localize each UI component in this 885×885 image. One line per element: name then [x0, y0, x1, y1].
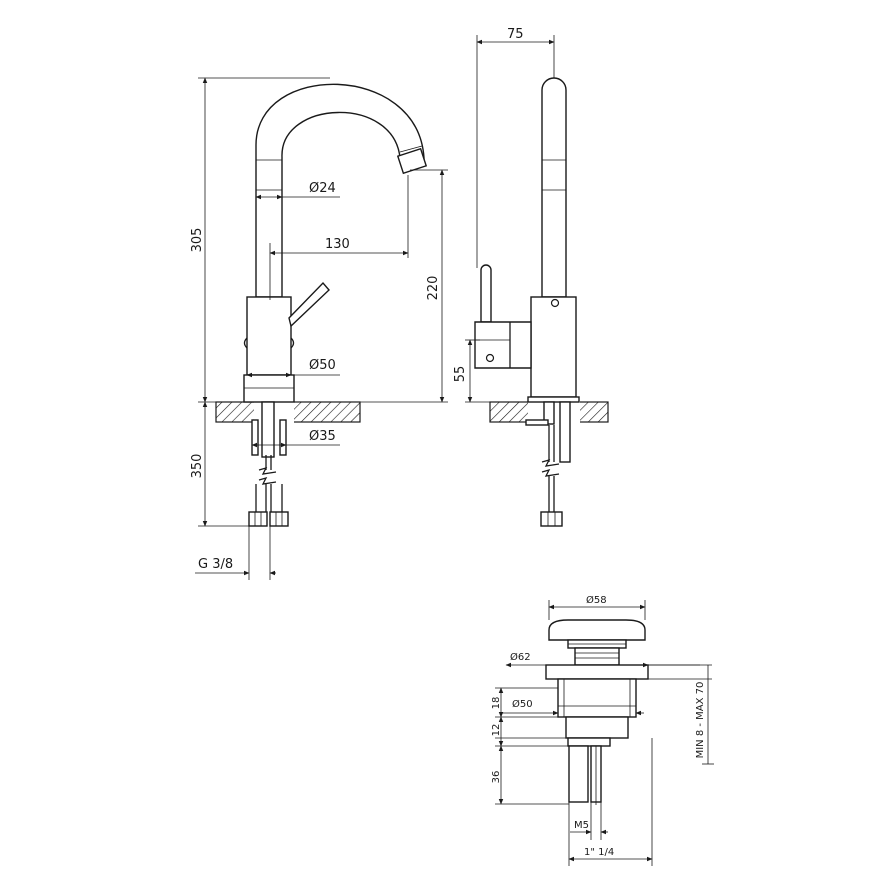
- drain-body: [557, 678, 637, 718]
- dim-drain-thread: 1" 1/4: [584, 847, 614, 858]
- dim-hose-thread: G 3/8: [198, 557, 233, 572]
- drain-view: Ø58 Ø62 Ø50 18 12 36 M5 1" 1/4: [491, 594, 714, 866]
- front-view: 305 Ø24 130 220 Ø50 Ø35 350 G 3/8: [190, 77, 448, 580]
- dim-lever-height: 55: [453, 366, 468, 383]
- drain-flange: [545, 664, 649, 680]
- front-spout: [255, 83, 425, 298]
- dim-screw-thread: M5: [574, 820, 589, 831]
- front-body: [246, 296, 292, 376]
- side-lever-base: [474, 321, 532, 369]
- dim-height-total: 305: [190, 228, 205, 253]
- side-spout: [541, 77, 567, 298]
- dim-height-18: 18: [491, 697, 502, 710]
- dim-height-12: 12: [491, 724, 502, 737]
- side-lever-handle: [480, 264, 492, 323]
- side-view: 75 55: [453, 27, 609, 527]
- front-lever: [288, 281, 330, 328]
- dim-spout-reach: 130: [325, 237, 350, 252]
- dim-flange-diameter: Ø62: [510, 651, 531, 663]
- drain-cap: [548, 619, 646, 641]
- dim-body-diameter-drain: Ø50: [512, 698, 533, 710]
- dim-shank-diameter: Ø35: [309, 429, 336, 444]
- dim-body-diameter: Ø50: [309, 358, 336, 373]
- dim-depth: 75: [507, 27, 524, 42]
- side-body: [530, 296, 577, 398]
- dim-cap-diameter: Ø58: [586, 594, 607, 606]
- dim-clamp-range: MIN 8 - MAX 70: [695, 682, 706, 759]
- dim-spout-diameter: Ø24: [309, 181, 336, 196]
- dim-spout-height: 220: [426, 276, 441, 301]
- dim-hose-length: 350: [190, 454, 205, 479]
- dim-height-36: 36: [491, 771, 502, 784]
